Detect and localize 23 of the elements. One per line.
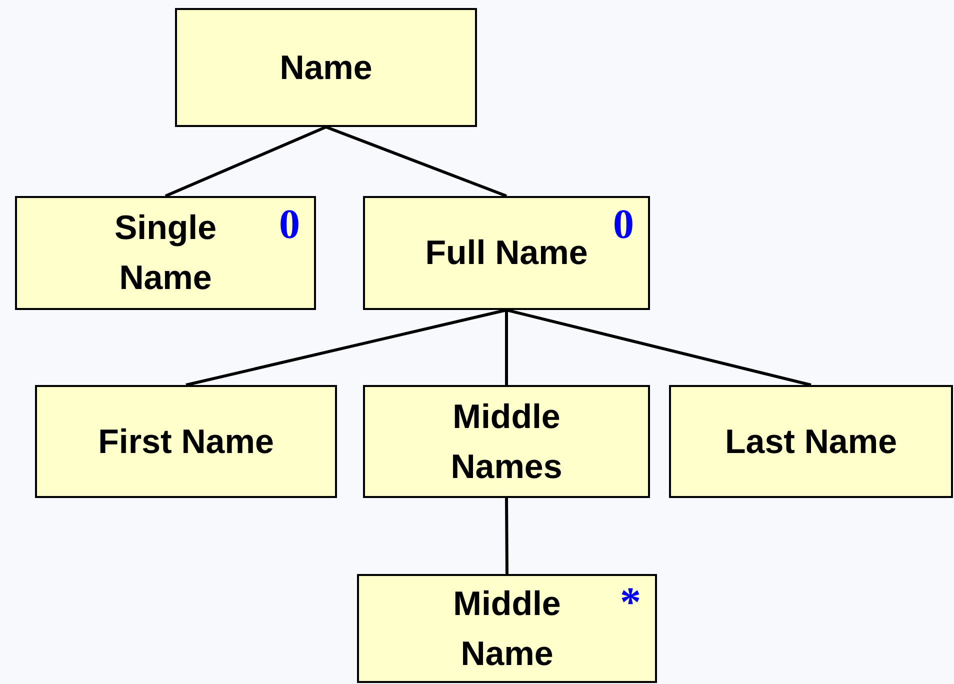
connector-line bbox=[505, 310, 508, 385]
box-label: Single Name bbox=[113, 208, 218, 299]
connector-line bbox=[164, 126, 327, 198]
structure-box bbox=[357, 574, 657, 683]
structure-box bbox=[669, 385, 953, 498]
box-label: Last Name bbox=[724, 422, 898, 462]
structure-box bbox=[175, 8, 477, 127]
connector-line bbox=[506, 308, 812, 386]
structure-box bbox=[35, 385, 337, 498]
box-label: Middle Name bbox=[452, 584, 562, 674]
structure-marker: 0 bbox=[279, 201, 300, 250]
structure-marker: 0 bbox=[613, 201, 634, 250]
box-label: Middle Names bbox=[450, 396, 564, 488]
box-label: First Name bbox=[97, 422, 275, 462]
structure-box bbox=[15, 196, 316, 310]
connector-line bbox=[186, 308, 507, 386]
structure-box bbox=[363, 196, 650, 310]
structure-box bbox=[363, 385, 650, 498]
connector-line bbox=[325, 126, 508, 198]
connector-line bbox=[505, 498, 508, 574]
box-label: Name bbox=[278, 48, 374, 88]
box-label: Full Name bbox=[424, 233, 589, 274]
structure-marker: * bbox=[620, 579, 641, 628]
